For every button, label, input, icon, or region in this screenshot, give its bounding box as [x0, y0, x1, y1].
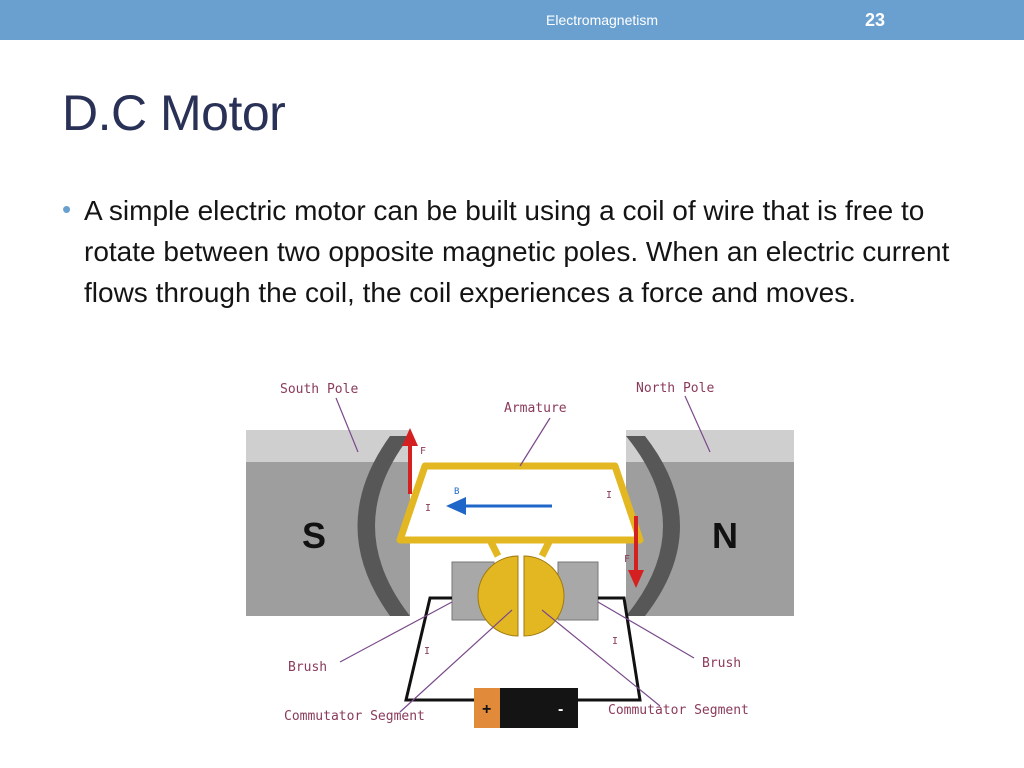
label-brush-left: Brush [288, 660, 327, 675]
dc-motor-diagram: S N B F F I I I I [246, 381, 794, 728]
slide-topic: Electromagnetism [546, 12, 659, 28]
commutator [477, 555, 565, 637]
force-arrow-left: F [402, 428, 426, 494]
magnet-s-letter: S [302, 515, 326, 556]
current-label-lower-left: I [424, 646, 430, 657]
battery-minus-sign: - [558, 701, 563, 718]
circuit-wire [404, 596, 642, 702]
label-brush-right: Brush [702, 656, 741, 671]
slide-page-number: 23 [865, 10, 886, 30]
bullet-text: A simple electric motor can be built usi… [84, 195, 950, 308]
north-magnet: N [626, 430, 794, 616]
field-label: B [454, 487, 459, 497]
bullet-marker: • [62, 194, 72, 224]
label-armature: Armature [504, 401, 567, 416]
current-label-lower-right: I [612, 636, 618, 647]
slide-title: D.C Motor [62, 85, 286, 141]
force-label-right: F [624, 554, 630, 565]
magnet-n-letter: N [712, 515, 738, 556]
label-north-pole: North Pole [636, 381, 714, 396]
label-south-pole: South Pole [280, 382, 358, 397]
field-arrow: B [446, 487, 552, 515]
brush-right-block [557, 561, 599, 621]
force-arrow-right: F [624, 516, 644, 588]
armature-coil [396, 462, 644, 558]
current-label-left: I [425, 503, 431, 514]
leader-lines [335, 395, 711, 713]
header-bar: Electromagnetism 23 [0, 0, 1024, 40]
battery-plus-sign: + [482, 701, 491, 718]
south-magnet: S [246, 430, 410, 616]
label-commutator-right: Commutator Segment [608, 703, 749, 718]
label-commutator-left: Commutator Segment [284, 709, 425, 724]
battery: + - [474, 688, 578, 728]
current-label-right: I [606, 490, 612, 501]
force-label-left: F [420, 446, 426, 457]
